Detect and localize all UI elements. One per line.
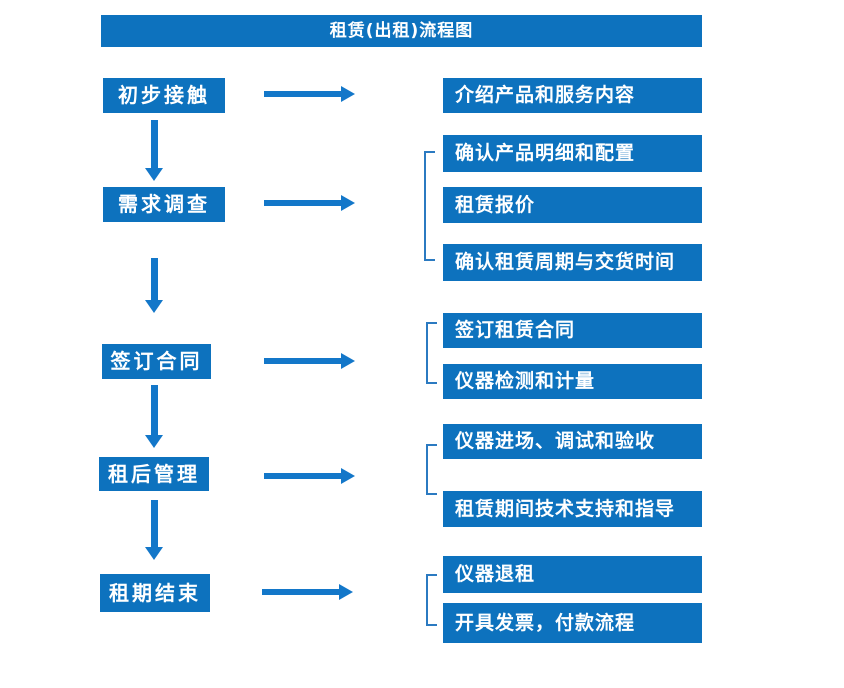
detail-box-rental-quotation: 租赁报价	[443, 187, 702, 223]
arrow-shaft	[151, 258, 158, 300]
right-arrow-1	[264, 86, 355, 102]
arrow-shaft	[264, 358, 342, 364]
group-bracket-contract-signing	[426, 322, 437, 384]
arrow-head	[341, 468, 355, 484]
arrow-head	[145, 300, 163, 313]
down-arrow-1	[145, 120, 163, 181]
stage-box-contract-signing: 签订合同	[102, 344, 211, 379]
arrow-head	[341, 195, 355, 211]
group-bracket-demand-survey	[424, 151, 435, 261]
down-arrow-4	[145, 500, 163, 560]
arrow-shaft	[264, 200, 342, 206]
stage-box-rental-end: 租期结束	[100, 574, 210, 612]
down-arrow-2	[145, 258, 163, 313]
detail-box-confirm-rental-period: 确认租赁周期与交货时间	[443, 244, 702, 281]
arrow-shaft	[151, 385, 158, 435]
detail-box-sign-rental-contract: 签订租赁合同	[443, 313, 702, 348]
arrow-shaft	[264, 473, 342, 479]
arrow-head	[341, 353, 355, 369]
detail-box-instrument-testing: 仪器检测和计量	[443, 364, 702, 399]
arrow-head	[339, 584, 353, 600]
arrow-shaft	[151, 500, 158, 547]
detail-box-invoice-payment: 开具发票，付款流程	[443, 603, 702, 643]
flowchart-title: 租赁(出租)流程图	[101, 15, 702, 47]
arrow-shaft	[151, 120, 158, 168]
right-arrow-4	[264, 468, 355, 484]
group-bracket-rental-end	[426, 574, 437, 626]
arrow-head	[145, 168, 163, 181]
arrow-shaft	[264, 91, 342, 97]
arrow-head	[145, 435, 163, 448]
detail-box-instrument-return: 仪器退租	[443, 556, 702, 593]
detail-box-instrument-setup-acceptance: 仪器进场、调试和验收	[443, 424, 702, 459]
stage-box-post-rental-management: 租后管理	[99, 457, 209, 491]
down-arrow-3	[145, 385, 163, 448]
detail-box-technical-support: 租赁期间技术支持和指导	[443, 491, 702, 527]
detail-box-introduce-products: 介绍产品和服务内容	[443, 78, 702, 113]
detail-box-confirm-product-details: 确认产品明细和配置	[443, 135, 702, 172]
stage-box-initial-contact: 初步接触	[103, 78, 225, 113]
right-arrow-5	[262, 584, 353, 600]
right-arrow-3	[264, 353, 355, 369]
arrow-head	[145, 547, 163, 560]
stage-box-demand-survey: 需求调查	[103, 187, 225, 222]
right-arrow-2	[264, 195, 355, 211]
group-bracket-post-rental-management	[426, 444, 437, 495]
arrow-head	[341, 86, 355, 102]
arrow-shaft	[262, 589, 340, 595]
